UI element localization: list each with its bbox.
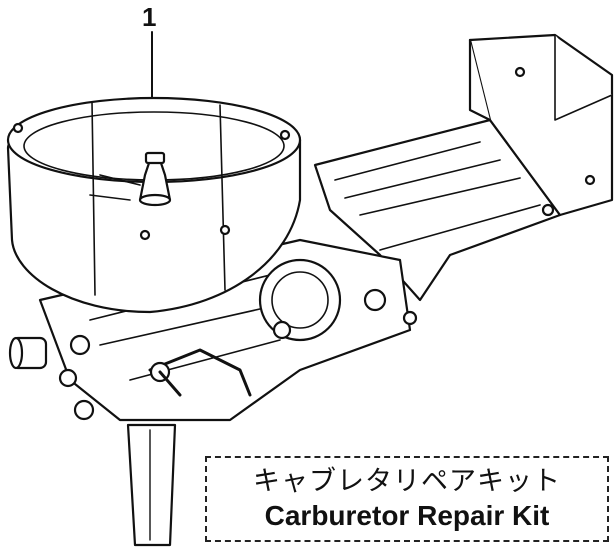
drain-tube: [126, 423, 177, 547]
throttle-linkage: [148, 348, 252, 397]
repair-kit-label-japanese: キャブレタリペアキット: [253, 466, 561, 497]
repair-kit-label-box: キャブレタリペアキット Carburetor Repair Kit: [205, 456, 609, 542]
repair-kit-label-english: Carburetor Repair Kit: [264, 500, 550, 531]
fuel-inlet-fitting: [8, 334, 95, 421]
callout-number: 1: [142, 2, 157, 32]
center-stud: [89, 151, 172, 207]
air-horn-bowl: [6, 96, 302, 314]
manifold-end-flange: [468, 33, 614, 217]
